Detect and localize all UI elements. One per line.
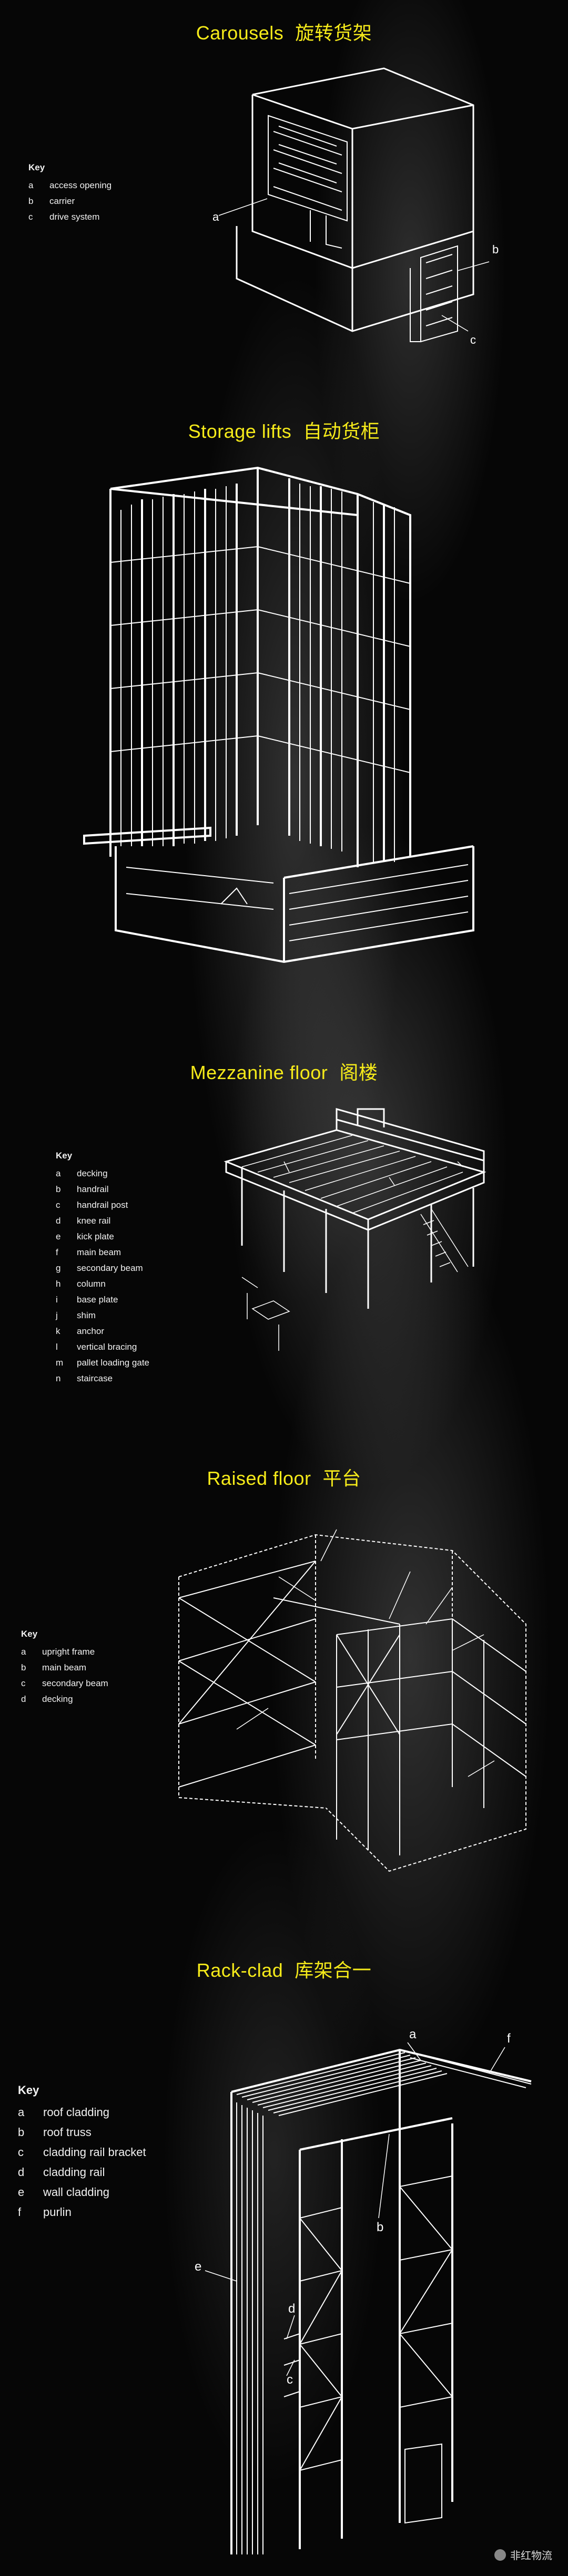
storage-lift-drawing bbox=[83, 466, 474, 963]
section-title: Raised floor 平台 bbox=[0, 1463, 568, 1491]
title-zh: 库架合一 bbox=[295, 1959, 372, 1981]
title-en: Rack-clad bbox=[196, 1959, 283, 1981]
section-title: Carousels 旋转货架 bbox=[0, 18, 568, 45]
title-zh: 自动货柜 bbox=[303, 420, 380, 442]
callout-a: a bbox=[212, 210, 219, 223]
section-title: Mezzanine floor 阁楼 bbox=[0, 1058, 568, 1085]
section-title: Storage lifts 自动货柜 bbox=[0, 416, 568, 444]
section-storage-lifts: Storage lifts 自动货柜 bbox=[0, 410, 568, 1041]
callout-c: c bbox=[470, 333, 476, 346]
carousel-drawing: a b c bbox=[212, 67, 499, 346]
title-zh: 阁楼 bbox=[339, 1062, 378, 1083]
key-heading: Key bbox=[28, 162, 45, 172]
callout-a: a bbox=[409, 2027, 417, 2041]
section-title: Rack-clad 库架合一 bbox=[0, 1955, 568, 1983]
title-zh: 旋转货架 bbox=[295, 22, 372, 44]
title-en: Storage lifts bbox=[188, 420, 292, 442]
key-heading: Key bbox=[56, 1151, 73, 1161]
callout-d: d bbox=[288, 2302, 295, 2316]
callout-b: b bbox=[492, 243, 499, 256]
callout-e: e bbox=[195, 2260, 201, 2274]
watermark: 非红物流 bbox=[494, 2547, 552, 2562]
raised-floor-drawing bbox=[178, 1529, 526, 1872]
rack-clad-drawing: a b c d e f bbox=[195, 2027, 532, 2554]
key-heading: Key bbox=[21, 1629, 38, 1639]
callout-f: f bbox=[507, 2031, 511, 2046]
title-en: Raised floor bbox=[207, 1467, 311, 1489]
title-en: Mezzanine floor bbox=[190, 1062, 328, 1083]
mezzanine-drawing bbox=[224, 1108, 486, 1351]
watermark-text: 非红物流 bbox=[510, 2550, 552, 2562]
wechat-icon bbox=[494, 2549, 506, 2561]
callout-c: c bbox=[287, 2373, 293, 2387]
key-heading: Key bbox=[18, 2084, 39, 2097]
callout-b: b bbox=[377, 2220, 383, 2234]
title-en: Carousels bbox=[196, 22, 284, 44]
title-zh: 平台 bbox=[322, 1467, 361, 1489]
